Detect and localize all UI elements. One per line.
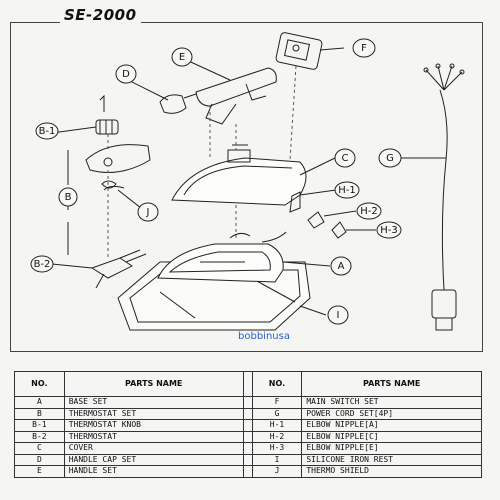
callout-h3: H-3 xyxy=(380,225,398,236)
part-name: ELBOW NIPPLE[E] xyxy=(301,442,482,455)
part-name: COVER xyxy=(63,442,244,455)
part-no: H-2 xyxy=(251,430,303,443)
part-name: SILICONE IRON REST xyxy=(301,453,482,466)
callout-e: E xyxy=(179,52,185,63)
part-name: POWER CORD SET[4P] xyxy=(301,407,482,420)
part-name: HANDLE SET xyxy=(63,465,244,478)
part-no: A xyxy=(14,396,65,409)
callout-b: B xyxy=(65,192,72,203)
callout-d-marker xyxy=(115,64,137,84)
part-no: E xyxy=(14,465,65,478)
base-set-drawing xyxy=(157,231,287,283)
callout-f: F xyxy=(361,43,367,54)
main-switch-drawing xyxy=(275,32,323,70)
callout-h2-marker xyxy=(356,202,382,220)
callout-e-marker xyxy=(171,47,193,67)
cover-drawing xyxy=(171,144,307,206)
table-row: D HANDLE CAP SET I SILICONE IRON REST xyxy=(14,453,482,466)
handle-set-drawing xyxy=(195,67,277,125)
part-no: G xyxy=(251,407,303,420)
watermark-text: bobbinusa xyxy=(238,331,290,342)
power-cord-drawing xyxy=(423,63,465,331)
callout-b2-marker xyxy=(30,255,54,273)
header-no-left: NO. xyxy=(14,371,65,397)
part-no: D xyxy=(14,453,65,466)
part-no: B-2 xyxy=(14,430,65,443)
part-no: C xyxy=(14,442,65,455)
part-name: BASE SET xyxy=(63,396,244,409)
part-name: ELBOW NIPPLE[C] xyxy=(301,430,482,443)
table-row: B-1 THERMOSTAT KNOB H-1 ELBOW NIPPLE[A] xyxy=(14,419,482,432)
callout-h1-marker xyxy=(334,181,360,199)
part-no: B xyxy=(14,407,65,420)
header-name-left: PARTS NAME xyxy=(63,371,244,397)
callout-i-marker xyxy=(327,305,349,325)
part-name: THERMO SHIELD xyxy=(301,465,482,478)
callout-f-marker xyxy=(352,38,376,58)
model-title: SE-2000 xyxy=(60,6,141,24)
callout-h1: H-1 xyxy=(338,185,356,196)
callout-i: I xyxy=(337,310,340,321)
callout-g-marker xyxy=(378,148,402,168)
thermostat-set-drawing xyxy=(85,94,151,189)
part-no: H-1 xyxy=(251,419,303,432)
callout-b1: B-1 xyxy=(39,126,56,137)
header-name-right: PARTS NAME xyxy=(301,371,482,397)
part-name: THERMOSTAT xyxy=(63,430,244,443)
callout-c-marker xyxy=(334,148,356,168)
part-no: I xyxy=(251,453,303,466)
callout-b2: B-2 xyxy=(34,259,51,270)
callout-d: D xyxy=(122,69,130,80)
part-name: THERMOSTAT KNOB xyxy=(63,419,244,432)
elbow-nipples-drawing xyxy=(289,191,347,239)
callout-a-marker xyxy=(330,256,352,276)
table-row: E HANDLE SET J THERMO SHIELD xyxy=(14,465,482,478)
callout-c: C xyxy=(342,153,349,164)
handle-cap-drawing xyxy=(159,93,197,114)
callout-h2: H-2 xyxy=(360,206,378,217)
diagram-frame xyxy=(10,22,483,352)
callout-j: J xyxy=(146,207,150,218)
table-row: A BASE SET F MAIN SWITCH SET xyxy=(14,396,482,409)
table-row: B THERMOSTAT SET G POWER CORD SET[4P] xyxy=(14,407,482,420)
part-name: HANDLE CAP SET xyxy=(63,453,244,466)
part-no: B-1 xyxy=(14,419,65,432)
callout-g: G xyxy=(386,153,394,164)
thermo-shield-drawing xyxy=(103,185,125,191)
parts-table: NO. PARTS NAME NO. PARTS NAME A BASE SET… xyxy=(14,371,482,478)
thermostat-drawing xyxy=(90,249,147,289)
callout-h3-marker xyxy=(376,221,402,239)
callout-a: A xyxy=(338,261,345,272)
header-no-right: NO. xyxy=(251,371,303,397)
table-row: B-2 THERMOSTAT H-2 ELBOW NIPPLE[C] xyxy=(14,430,482,443)
part-no: H-3 xyxy=(251,442,303,455)
table-row: C COVER H-3 ELBOW NIPPLE[E] xyxy=(14,442,482,455)
part-no: F xyxy=(251,396,303,409)
callout-b1-marker xyxy=(35,122,59,140)
callout-j-marker xyxy=(137,202,159,222)
part-name: MAIN SWITCH SET xyxy=(301,396,482,409)
parts-table-header: NO. PARTS NAME NO. PARTS NAME xyxy=(14,371,482,397)
callout-b-marker xyxy=(58,187,78,207)
part-name: ELBOW NIPPLE[A] xyxy=(301,419,482,432)
part-name: THERMOSTAT SET xyxy=(63,407,244,420)
part-no: J xyxy=(251,465,303,478)
